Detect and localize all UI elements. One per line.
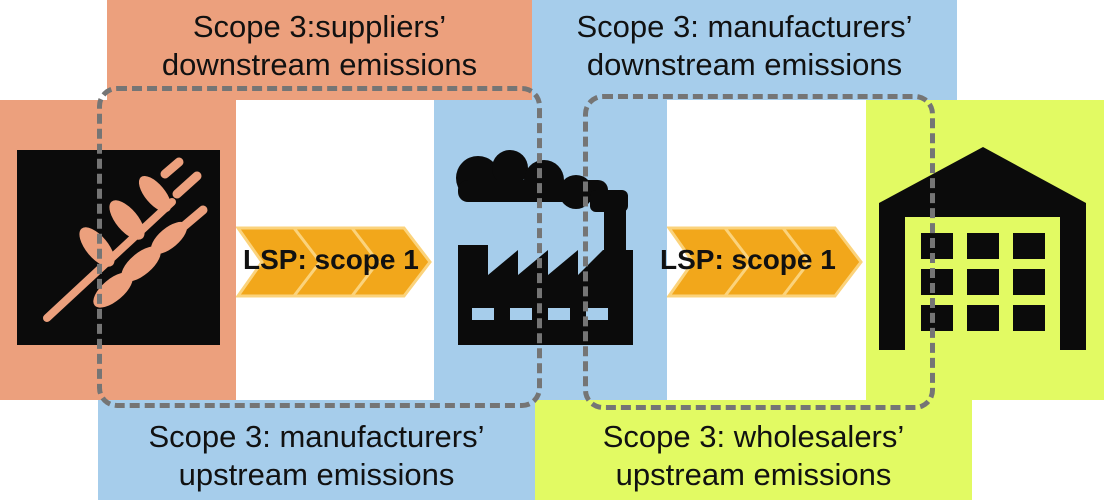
wholesaler-upstream-line1: Scope 3: wholesalers’ (602, 419, 905, 454)
supplier-downstream-band (107, 0, 532, 100)
manufacturer-scope3-boundary (97, 86, 542, 408)
manufacturer-downstream-line2: downstream emissions (586, 47, 903, 82)
supplier-downstream-line1: Scope 3:suppliers’ (192, 9, 447, 44)
lsp-scope1-right: LSP: scope 1 (660, 244, 836, 275)
supplier-downstream-label: Scope 3:suppliers’ downstream emissions (107, 4, 532, 88)
manufacturer-downstream-label: Scope 3: manufacturers’ downstream emiss… (532, 4, 957, 88)
wholesaler-upstream-line2: upstream emissions (615, 457, 892, 492)
wheat-icon (17, 150, 220, 345)
chevron-3 (348, 226, 432, 298)
manufacturer-upstream-line1: Scope 3: manufacturers’ (148, 419, 485, 454)
manufacturer-upstream-line2: upstream emissions (178, 457, 455, 492)
factory-icon (456, 150, 633, 345)
manufacturer-downstream-line1: Scope 3: manufacturers’ (576, 9, 913, 44)
manufacturer-upstream-band (98, 400, 535, 500)
lsp-scope1-left: LSP: scope 1 (243, 244, 419, 275)
lsp-arrows-left (236, 226, 432, 298)
wholesaler-upstream-label: Scope 3: wholesalers’ upstream emissions (535, 414, 972, 498)
supplier-downstream-line2: downstream emissions (161, 47, 478, 82)
chevron-3 (779, 226, 863, 298)
manufacturer-upstream-label: Scope 3: manufacturers’ upstream emissio… (98, 414, 535, 498)
lsp-arrows-right (667, 226, 863, 298)
wholesaler-scope3-boundary (583, 94, 935, 410)
wholesaler-upstream-band (535, 400, 972, 500)
manufacturer-downstream-band (532, 0, 957, 100)
